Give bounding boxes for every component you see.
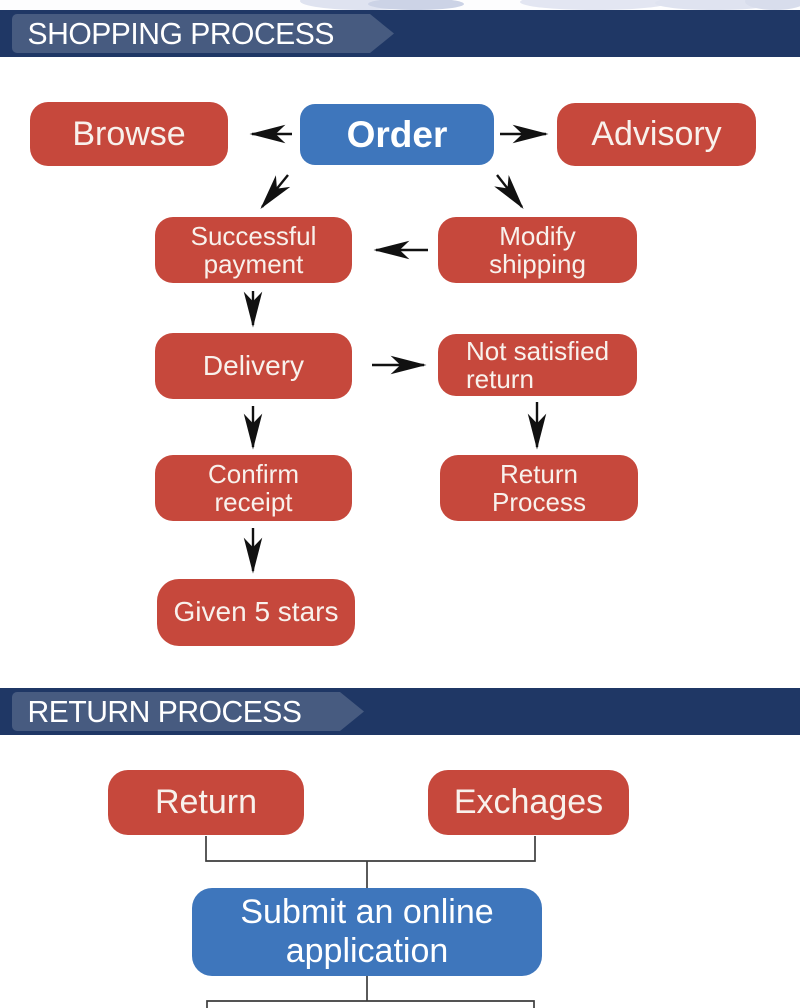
shopping-process-title: SHOPPING PROCESS <box>27 15 334 51</box>
node-return: Return <box>108 770 304 835</box>
node-advisory: Advisory <box>557 103 756 166</box>
node-delivery: Delivery <box>155 333 352 399</box>
node-confirm-receipt: Confirm receipt <box>155 455 352 521</box>
node-label: Order <box>346 113 448 155</box>
node-label-line2: Process <box>492 487 586 517</box>
node-label: Browse <box>72 114 186 153</box>
arrow-order-to-successful-payment <box>260 174 291 209</box>
node-label-line2: payment <box>203 249 304 279</box>
node-submit-online-application: Submit an online application <box>192 888 542 976</box>
return-process-header-bar: RETURN PROCESS <box>0 688 800 735</box>
map-blob <box>655 0 775 10</box>
node-browse: Browse <box>30 102 228 166</box>
node-label-line1: Successful <box>190 220 317 251</box>
map-watermark-strip <box>0 0 800 10</box>
node-label-line1: Confirm <box>207 458 299 489</box>
node-label-line2: shipping <box>489 249 586 279</box>
node-given-5-stars: Given 5 stars <box>157 579 355 646</box>
map-blob <box>745 0 800 10</box>
node-label-line1: Modify <box>499 220 576 251</box>
node-label-line2: application <box>285 932 449 970</box>
connector-bottom-branch <box>206 1000 535 1008</box>
node-label-line2: return <box>466 364 534 394</box>
node-label: Advisory <box>591 115 722 154</box>
node-order: Order <box>300 104 494 165</box>
node-label: Given 5 stars <box>173 596 339 628</box>
connector-return-exchages-merge <box>205 836 536 862</box>
shopping-process-ribbon: SHOPPING PROCESS <box>12 14 394 53</box>
node-not-satisfied-return: Not satisfied return <box>438 334 637 396</box>
node-label: Delivery <box>202 349 305 381</box>
node-modify-shipping: Modify shipping <box>438 217 637 283</box>
map-blob <box>368 0 464 10</box>
node-exchages: Exchages <box>428 770 629 835</box>
map-blob <box>520 0 670 10</box>
node-label-line2: receipt <box>214 487 293 517</box>
shopping-process-header-bar: SHOPPING PROCESS <box>0 10 800 57</box>
node-return-process: Return Process <box>440 455 638 521</box>
node-label-line1: Not satisfied <box>466 335 610 366</box>
node-successful-payment: Successful payment <box>155 217 352 283</box>
return-process-ribbon: RETURN PROCESS <box>12 692 364 731</box>
return-process-title: RETURN PROCESS <box>27 693 302 729</box>
node-label: Exchages <box>453 783 604 822</box>
node-label-line1: Submit an online <box>240 892 494 931</box>
arrow-order-to-modify-shipping <box>494 174 524 210</box>
node-label-line1: Return <box>499 458 579 489</box>
map-blob <box>300 0 430 10</box>
node-label: Return <box>154 783 258 822</box>
